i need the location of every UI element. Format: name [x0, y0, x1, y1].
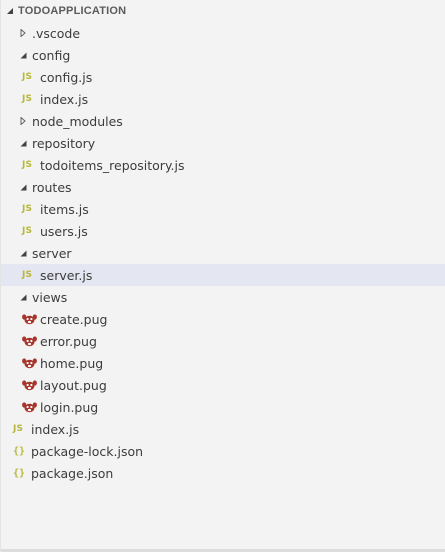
file-tree: .vscode config JS config.js JS index.js … [1, 22, 445, 484]
tree-file-config-index-js[interactable]: JS index.js [1, 88, 445, 110]
pug-file-icon [22, 396, 38, 418]
json-file-icon: {} [13, 445, 26, 457]
tree-file-home-pug[interactable]: home.pug [1, 352, 445, 374]
project-title: TODOAPPLICATION [18, 5, 127, 17]
tree-file-server-js[interactable]: JS server.js [1, 264, 445, 286]
tree-item-label: config [32, 47, 71, 63]
tree-file-index-js[interactable]: JS index.js [1, 418, 445, 440]
tree-item-label: index.js [40, 91, 89, 107]
tree-file-config-js[interactable]: JS config.js [1, 66, 445, 88]
tree-file-create-pug[interactable]: create.pug [1, 308, 445, 330]
tree-file-users-js[interactable]: JS users.js [1, 220, 445, 242]
tree-file-package-json[interactable]: {} package.json [1, 462, 445, 484]
tree-file-items-js[interactable]: JS items.js [1, 198, 445, 220]
pug-file-icon [22, 330, 38, 352]
tree-item-label: items.js [40, 201, 89, 217]
tree-folder-routes[interactable]: routes [1, 176, 445, 198]
tree-item-label: create.pug [40, 311, 108, 327]
tree-item-label: server [32, 245, 72, 261]
javascript-file-icon: JS [22, 160, 33, 170]
tree-file-package-lock-json[interactable]: {} package-lock.json [1, 440, 445, 462]
chevron-down-icon [17, 132, 29, 154]
tree-folder-repository[interactable]: repository [1, 132, 445, 154]
javascript-file-icon: JS [22, 72, 33, 82]
tree-folder-vscode[interactable]: .vscode [1, 22, 445, 44]
chevron-down-icon [17, 176, 29, 198]
tree-item-label: todoitems_repository.js [40, 157, 185, 173]
chevron-right-icon [17, 110, 29, 132]
tree-item-label: users.js [40, 223, 88, 239]
chevron-down-icon [17, 44, 29, 66]
tree-item-label: config.js [40, 69, 93, 85]
chevron-right-icon [17, 22, 29, 44]
javascript-file-icon: JS [22, 270, 33, 280]
tree-item-label: node_modules [32, 113, 123, 129]
pug-file-icon [22, 374, 38, 396]
chevron-down-icon [17, 242, 29, 264]
chevron-down-icon [4, 5, 16, 17]
chevron-down-icon [17, 286, 29, 308]
pug-file-icon [22, 308, 38, 330]
explorer-section-header[interactable]: TODOAPPLICATION [1, 0, 445, 22]
tree-item-label: views [32, 289, 68, 305]
tree-folder-server[interactable]: server [1, 242, 445, 264]
tree-file-login-pug[interactable]: login.pug [1, 396, 445, 418]
tree-item-label: package.json [31, 465, 114, 481]
javascript-file-icon: JS [13, 424, 24, 434]
tree-item-label: repository [32, 135, 96, 151]
javascript-file-icon: JS [22, 204, 33, 214]
javascript-file-icon: JS [22, 94, 33, 104]
tree-item-label: error.pug [40, 333, 97, 349]
tree-item-label: login.pug [40, 399, 99, 415]
panel-bottom-border [1, 549, 445, 552]
javascript-file-icon: JS [22, 226, 33, 236]
pug-file-icon [22, 352, 38, 374]
tree-item-label: layout.pug [40, 377, 107, 393]
tree-folder-node-modules[interactable]: node_modules [1, 110, 445, 132]
tree-item-label: routes [32, 179, 72, 195]
tree-item-label: .vscode [32, 25, 81, 41]
tree-item-label: home.pug [40, 355, 104, 371]
tree-item-label: index.js [31, 421, 80, 437]
tree-item-label: server.js [40, 267, 93, 283]
tree-folder-views[interactable]: views [1, 286, 445, 308]
tree-file-layout-pug[interactable]: layout.pug [1, 374, 445, 396]
json-file-icon: {} [13, 467, 26, 479]
tree-file-todoitems-repository-js[interactable]: JS todoitems_repository.js [1, 154, 445, 176]
tree-folder-config[interactable]: config [1, 44, 445, 66]
tree-item-label: package-lock.json [31, 443, 144, 459]
tree-file-error-pug[interactable]: error.pug [1, 330, 445, 352]
